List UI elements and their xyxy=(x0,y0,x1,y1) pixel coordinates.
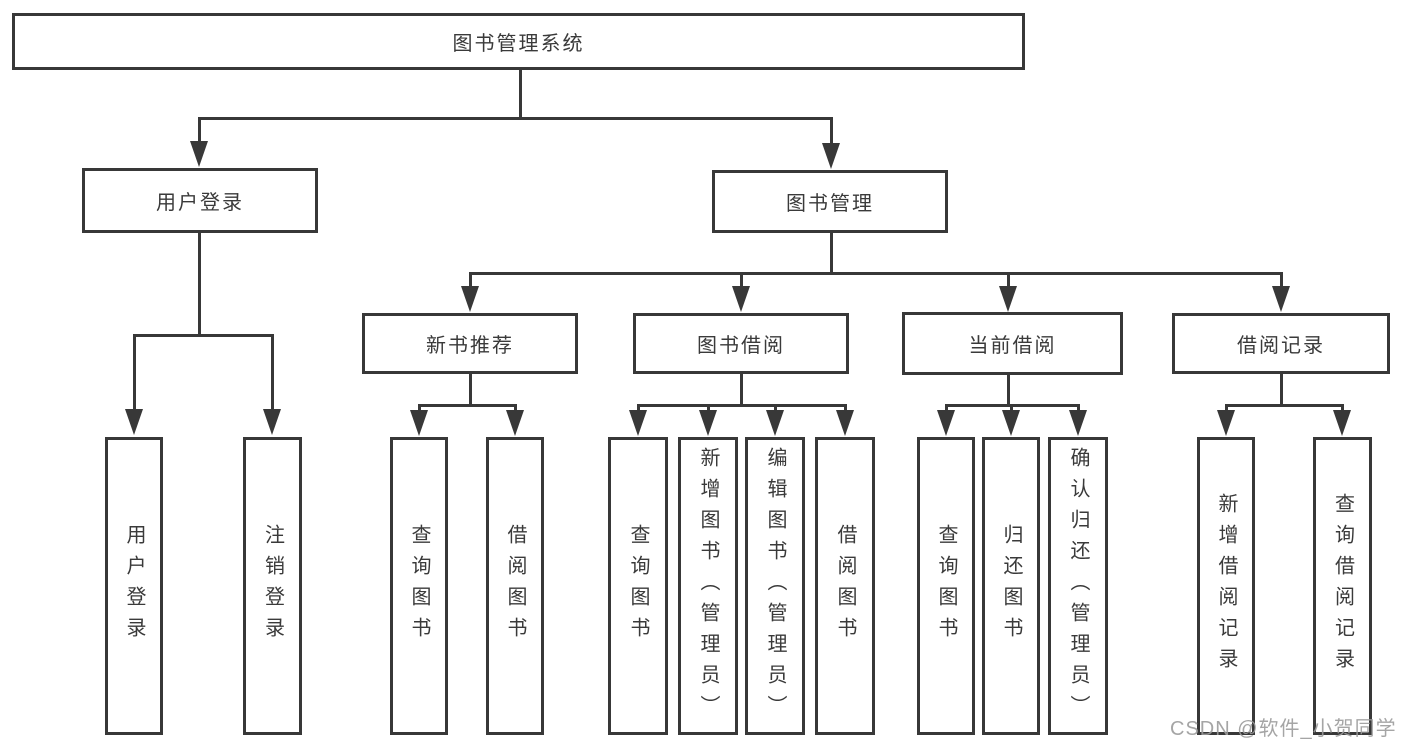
arrowhead xyxy=(822,143,840,169)
arrowhead xyxy=(461,286,479,312)
connector-line xyxy=(470,272,1282,275)
leaf-borrow-books: 借阅图书 xyxy=(815,437,875,735)
leaf-return-book: 归还图书 xyxy=(982,437,1040,735)
connector-line xyxy=(774,404,777,414)
connector-line xyxy=(740,373,743,405)
connector-line xyxy=(1280,373,1283,405)
node-book-management: 图书管理 xyxy=(712,170,948,233)
connector-line xyxy=(469,373,472,405)
connector-line xyxy=(519,68,522,118)
node-new-book-recommend: 新书推荐 xyxy=(362,313,578,374)
arrowhead xyxy=(506,410,524,436)
connector-line xyxy=(707,404,710,414)
leaf-logout-login: 注销登录 xyxy=(243,437,302,735)
node-library-management-system: 图书管理系统 xyxy=(12,13,1025,70)
connector-line xyxy=(844,404,847,414)
arrowhead xyxy=(263,409,281,435)
connector-line xyxy=(469,272,472,288)
connector-line xyxy=(271,334,274,411)
leaf-add-borrow-record: 新增借阅记录 xyxy=(1197,437,1255,735)
connector-line xyxy=(198,233,201,335)
arrowhead xyxy=(1272,286,1290,312)
connector-line xyxy=(1010,404,1013,414)
leaf-query-borrow-record: 查询借阅记录 xyxy=(1313,437,1372,735)
connector-line xyxy=(418,404,517,407)
leaf-borrow-books-recommend: 借阅图书 xyxy=(486,437,544,735)
leaf-add-book-admin: 新增图书（管理员） xyxy=(678,437,738,735)
leaf-query-books-borrowing: 查询图书 xyxy=(608,437,668,735)
leaf-query-books-current: 查询图书 xyxy=(917,437,975,735)
arrowhead xyxy=(732,286,750,312)
node-book-borrowing: 图书借阅 xyxy=(633,313,849,374)
connector-line xyxy=(637,404,847,407)
connector-line xyxy=(1077,404,1080,414)
connector-line xyxy=(1225,404,1228,414)
arrowhead xyxy=(1002,410,1020,436)
connector-line xyxy=(1280,272,1283,288)
arrowhead xyxy=(1217,410,1235,436)
leaf-user-login: 用户登录 xyxy=(105,437,163,735)
leaf-edit-book-admin: 编辑图书（管理员） xyxy=(745,437,805,735)
connector-line xyxy=(133,334,136,411)
connector-line xyxy=(1341,404,1344,414)
connector-line xyxy=(1007,272,1010,288)
arrowhead xyxy=(410,410,428,436)
node-borrowing-records: 借阅记录 xyxy=(1172,313,1390,374)
arrowhead xyxy=(1333,410,1351,436)
connector-line xyxy=(830,117,833,147)
arrowhead xyxy=(999,286,1017,312)
connector-line xyxy=(637,404,640,414)
connector-line xyxy=(830,232,833,273)
node-current-borrowing: 当前借阅 xyxy=(902,312,1123,375)
connector-line xyxy=(1225,404,1344,407)
arrowhead xyxy=(1069,410,1087,436)
connector-line xyxy=(1007,374,1010,405)
connector-line xyxy=(740,272,743,288)
connector-line xyxy=(133,334,274,337)
node-user-login: 用户登录 xyxy=(82,168,318,233)
connector-line xyxy=(199,117,832,120)
connector-line xyxy=(418,404,421,414)
arrowhead xyxy=(766,410,784,436)
arrowhead xyxy=(836,410,854,436)
arrowhead xyxy=(125,409,143,435)
arrowhead xyxy=(190,141,208,167)
connector-line xyxy=(198,117,201,147)
watermark: CSDN @软件_小贺同学 xyxy=(1170,718,1397,740)
leaf-confirm-return-admin: 确认归还（管理员） xyxy=(1048,437,1108,735)
connector-line xyxy=(945,404,948,414)
arrowhead xyxy=(699,410,717,436)
arrowhead xyxy=(629,410,647,436)
connector-line xyxy=(514,404,517,414)
arrowhead xyxy=(937,410,955,436)
leaf-query-books-recommend: 查询图书 xyxy=(390,437,448,735)
